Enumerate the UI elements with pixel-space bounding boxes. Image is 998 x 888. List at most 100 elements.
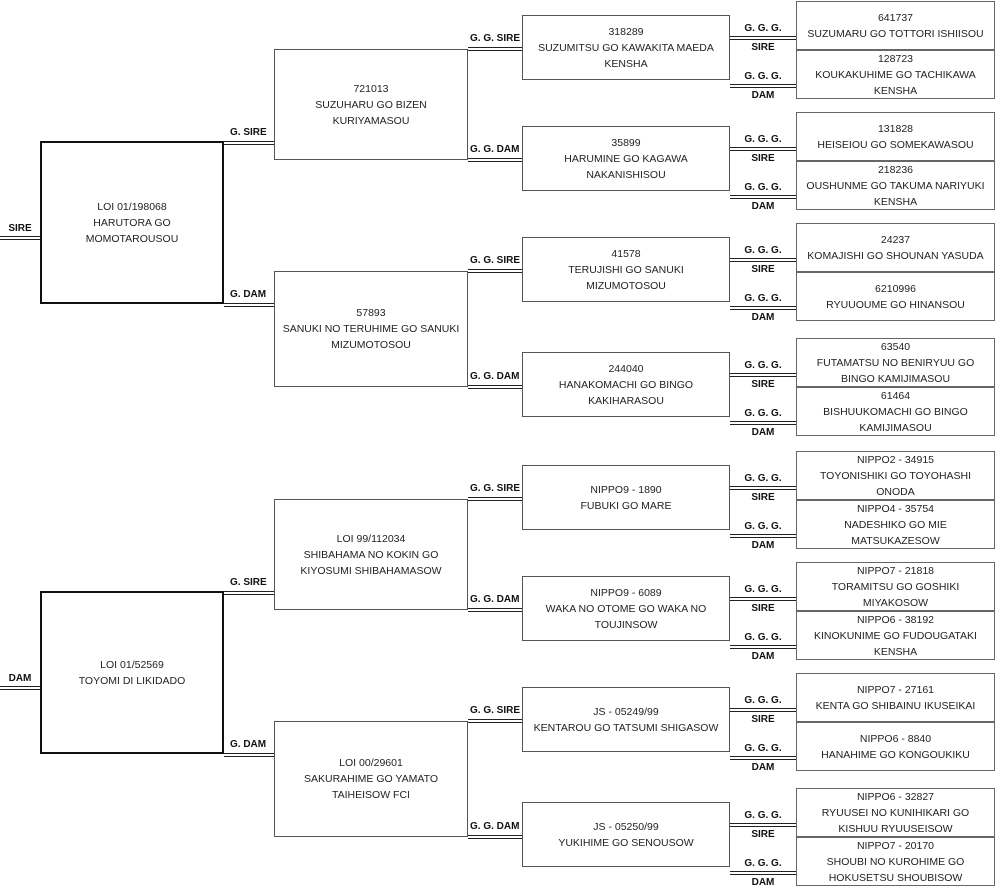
dog-name: HEISEIOU GO SOMEKAWASOU — [817, 138, 974, 151]
dog-name: WAKA NO OTOME GO WAKA NO TOUJINSOW — [545, 602, 707, 631]
connector-line — [468, 47, 522, 48]
gg-sire-label: G. G. SIRE — [470, 33, 521, 44]
connector-line — [468, 497, 522, 498]
dog-name: SAKURAHIME GO YAMATO TAIHEISOW FCI — [304, 773, 438, 801]
connector-line — [0, 686, 40, 687]
gg-dam-label: G. G. DAM — [470, 594, 520, 605]
connector-line — [224, 753, 274, 754]
connector-line — [468, 272, 522, 273]
registration-number: 131828 — [877, 122, 914, 135]
registration-number: 57893 — [356, 307, 386, 319]
gg-dam-label: G. G. DAM — [470, 371, 520, 382]
registration-number: 641737 — [877, 11, 914, 24]
registration-number: NIPPO6 - 32827 — [856, 790, 935, 803]
dog-name: KOUKAKUHIME GO TACHIKAWA KENSHA — [815, 68, 976, 97]
connector-line — [224, 306, 274, 307]
dog-name: HANAKOMACHI GO BINGO KAKIHARASOU — [558, 378, 694, 407]
registration-number: LOI 01/198068 — [97, 200, 167, 213]
registration-number: NIPPO9 - 6089 — [590, 586, 662, 599]
connector-line — [730, 150, 796, 151]
registration-number: 721013 — [353, 82, 389, 95]
dog-name: KINOKUNIME GO FUDOUGATAKI KENSHA — [814, 629, 977, 658]
dam-label: DAM — [751, 762, 775, 773]
ggg-label: G. G. G. — [744, 584, 782, 595]
connector-line — [224, 591, 274, 592]
dog-name: TERUJISHI GO SANUKI MIZUMOTOSOU — [568, 263, 684, 292]
ggg-label: G. G. G. — [744, 695, 782, 706]
gg-dam-label: G. G. DAM — [470, 821, 520, 832]
connector-line — [730, 756, 796, 757]
connector-line — [730, 597, 796, 598]
dog-name: NADESHIKO GO MIE MATSUKAZESOW — [844, 518, 947, 547]
sire-label: SIRE — [751, 603, 775, 614]
gg-sire-label: G. G. SIRE — [470, 705, 521, 716]
registration-number: 218236 — [877, 163, 914, 176]
dog-name: HANAHIME GO KONGOUKIKU — [821, 748, 970, 761]
connector-line — [730, 195, 796, 196]
registration-number: JS - 05250/99 — [593, 820, 659, 833]
g-dam-label: G. DAM — [230, 739, 267, 750]
registration-number: 24237 — [880, 233, 911, 246]
ggg-label: G. G. G. — [744, 360, 782, 371]
registration-number: 63540 — [880, 340, 911, 353]
dam-label: DAM — [751, 540, 775, 551]
dog-name: TOYONISHIKI GO TOYOHASHI ONODA — [819, 469, 972, 498]
connector-line — [468, 161, 522, 162]
dog-name: HARUTORA GO MOMOTAROUSOU — [85, 216, 179, 245]
connector-line — [730, 261, 796, 262]
registration-number: NIPPO9 - 1890 — [590, 483, 662, 496]
sire-label: SIRE — [751, 714, 775, 725]
connector-line — [468, 838, 522, 839]
connector-line — [730, 486, 796, 487]
registration-number: NIPPO6 - 38192 — [856, 613, 935, 626]
connector-line — [468, 158, 522, 159]
dog-name: SHIBAHAMA NO KOKIN GO KIYOSUMI SHIBAHAMA… — [300, 548, 442, 577]
ggg-label: G. G. G. — [744, 71, 782, 82]
registration-number: 318289 — [608, 25, 644, 38]
dog-name: KENTA GO SHIBAINU IKUSEIKAI — [815, 699, 976, 712]
sire-label: SIRE — [8, 223, 32, 234]
connector-line — [224, 594, 274, 595]
registration-number: LOI 01/52569 — [100, 658, 164, 671]
dog-name: BISHUUKOMACHI GO BINGO KAMIJIMASOU — [823, 405, 968, 434]
registration-number: NIPPO4 - 35754 — [856, 502, 935, 515]
connector-line — [730, 600, 796, 601]
dog-name: FUTAMATSU NO BENIRYUU GO BINGO KAMIJIMAS… — [816, 356, 975, 385]
connector-line — [730, 198, 796, 199]
ggg-label: G. G. G. — [744, 245, 782, 256]
connector-line — [730, 39, 796, 40]
registration-number: NIPPO7 - 27161 — [856, 683, 935, 696]
gg-sire-label: G. G. SIRE — [470, 255, 521, 266]
connector-line — [730, 87, 796, 88]
connector-line — [730, 424, 796, 425]
connector-line — [730, 36, 796, 37]
gg-dam-label: G. G. DAM — [470, 144, 520, 155]
connector-line — [730, 708, 796, 709]
ggg-label: G. G. G. — [744, 23, 782, 34]
sire-label: SIRE — [751, 42, 775, 53]
connector-line — [730, 537, 796, 538]
registration-number: LOI 00/29601 — [339, 757, 403, 769]
connector-line — [468, 611, 522, 612]
sire-label: SIRE — [751, 264, 775, 275]
ggg-label: G. G. G. — [744, 473, 782, 484]
connector-line — [468, 608, 522, 609]
registration-number: LOI 99/112034 — [336, 532, 406, 545]
connector-line — [468, 500, 522, 501]
